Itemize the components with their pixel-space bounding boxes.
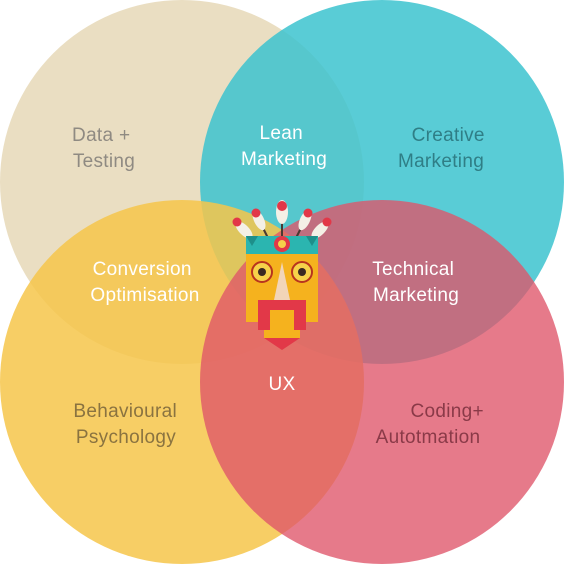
label-coding-automation: Coding+ Autotmation <box>376 401 490 448</box>
label-behavioural-line1: Behavioural <box>73 401 177 422</box>
label-conversion-optimisation: Conversion Optimisation <box>90 259 199 306</box>
label-lean-marketing: Lean Marketing <box>241 123 327 170</box>
label-lean-line2: Marketing <box>241 149 327 170</box>
label-coding-line2: Autotmation <box>376 427 481 448</box>
label-data-testing-line1: Data + <box>72 125 130 146</box>
label-data-testing-line2: Testing <box>73 151 135 172</box>
label-behavioural-psychology: Behavioural Psychology <box>73 401 182 448</box>
label-lean-line1: Lean <box>259 123 302 144</box>
label-creative-line2: Marketing <box>398 151 484 172</box>
label-ux: UX <box>269 374 296 395</box>
label-behavioural-line2: Psychology <box>76 427 176 448</box>
tribal-mask-icon <box>232 200 332 350</box>
label-technical-line1: Technical <box>372 259 454 280</box>
label-technical-line2: Marketing <box>373 285 459 306</box>
label-creative-line1: Creative <box>412 125 485 146</box>
label-coding-line1: Coding+ <box>411 401 484 422</box>
label-ux-line1: UX <box>269 374 296 395</box>
label-conversion-line2: Optimisation <box>90 285 199 306</box>
label-technical-marketing: Technical Marketing <box>372 259 460 306</box>
label-data-testing: Data + Testing <box>72 125 136 172</box>
label-creative-marketing: Creative Marketing <box>398 125 490 172</box>
label-conversion-line1: Conversion <box>93 259 192 280</box>
